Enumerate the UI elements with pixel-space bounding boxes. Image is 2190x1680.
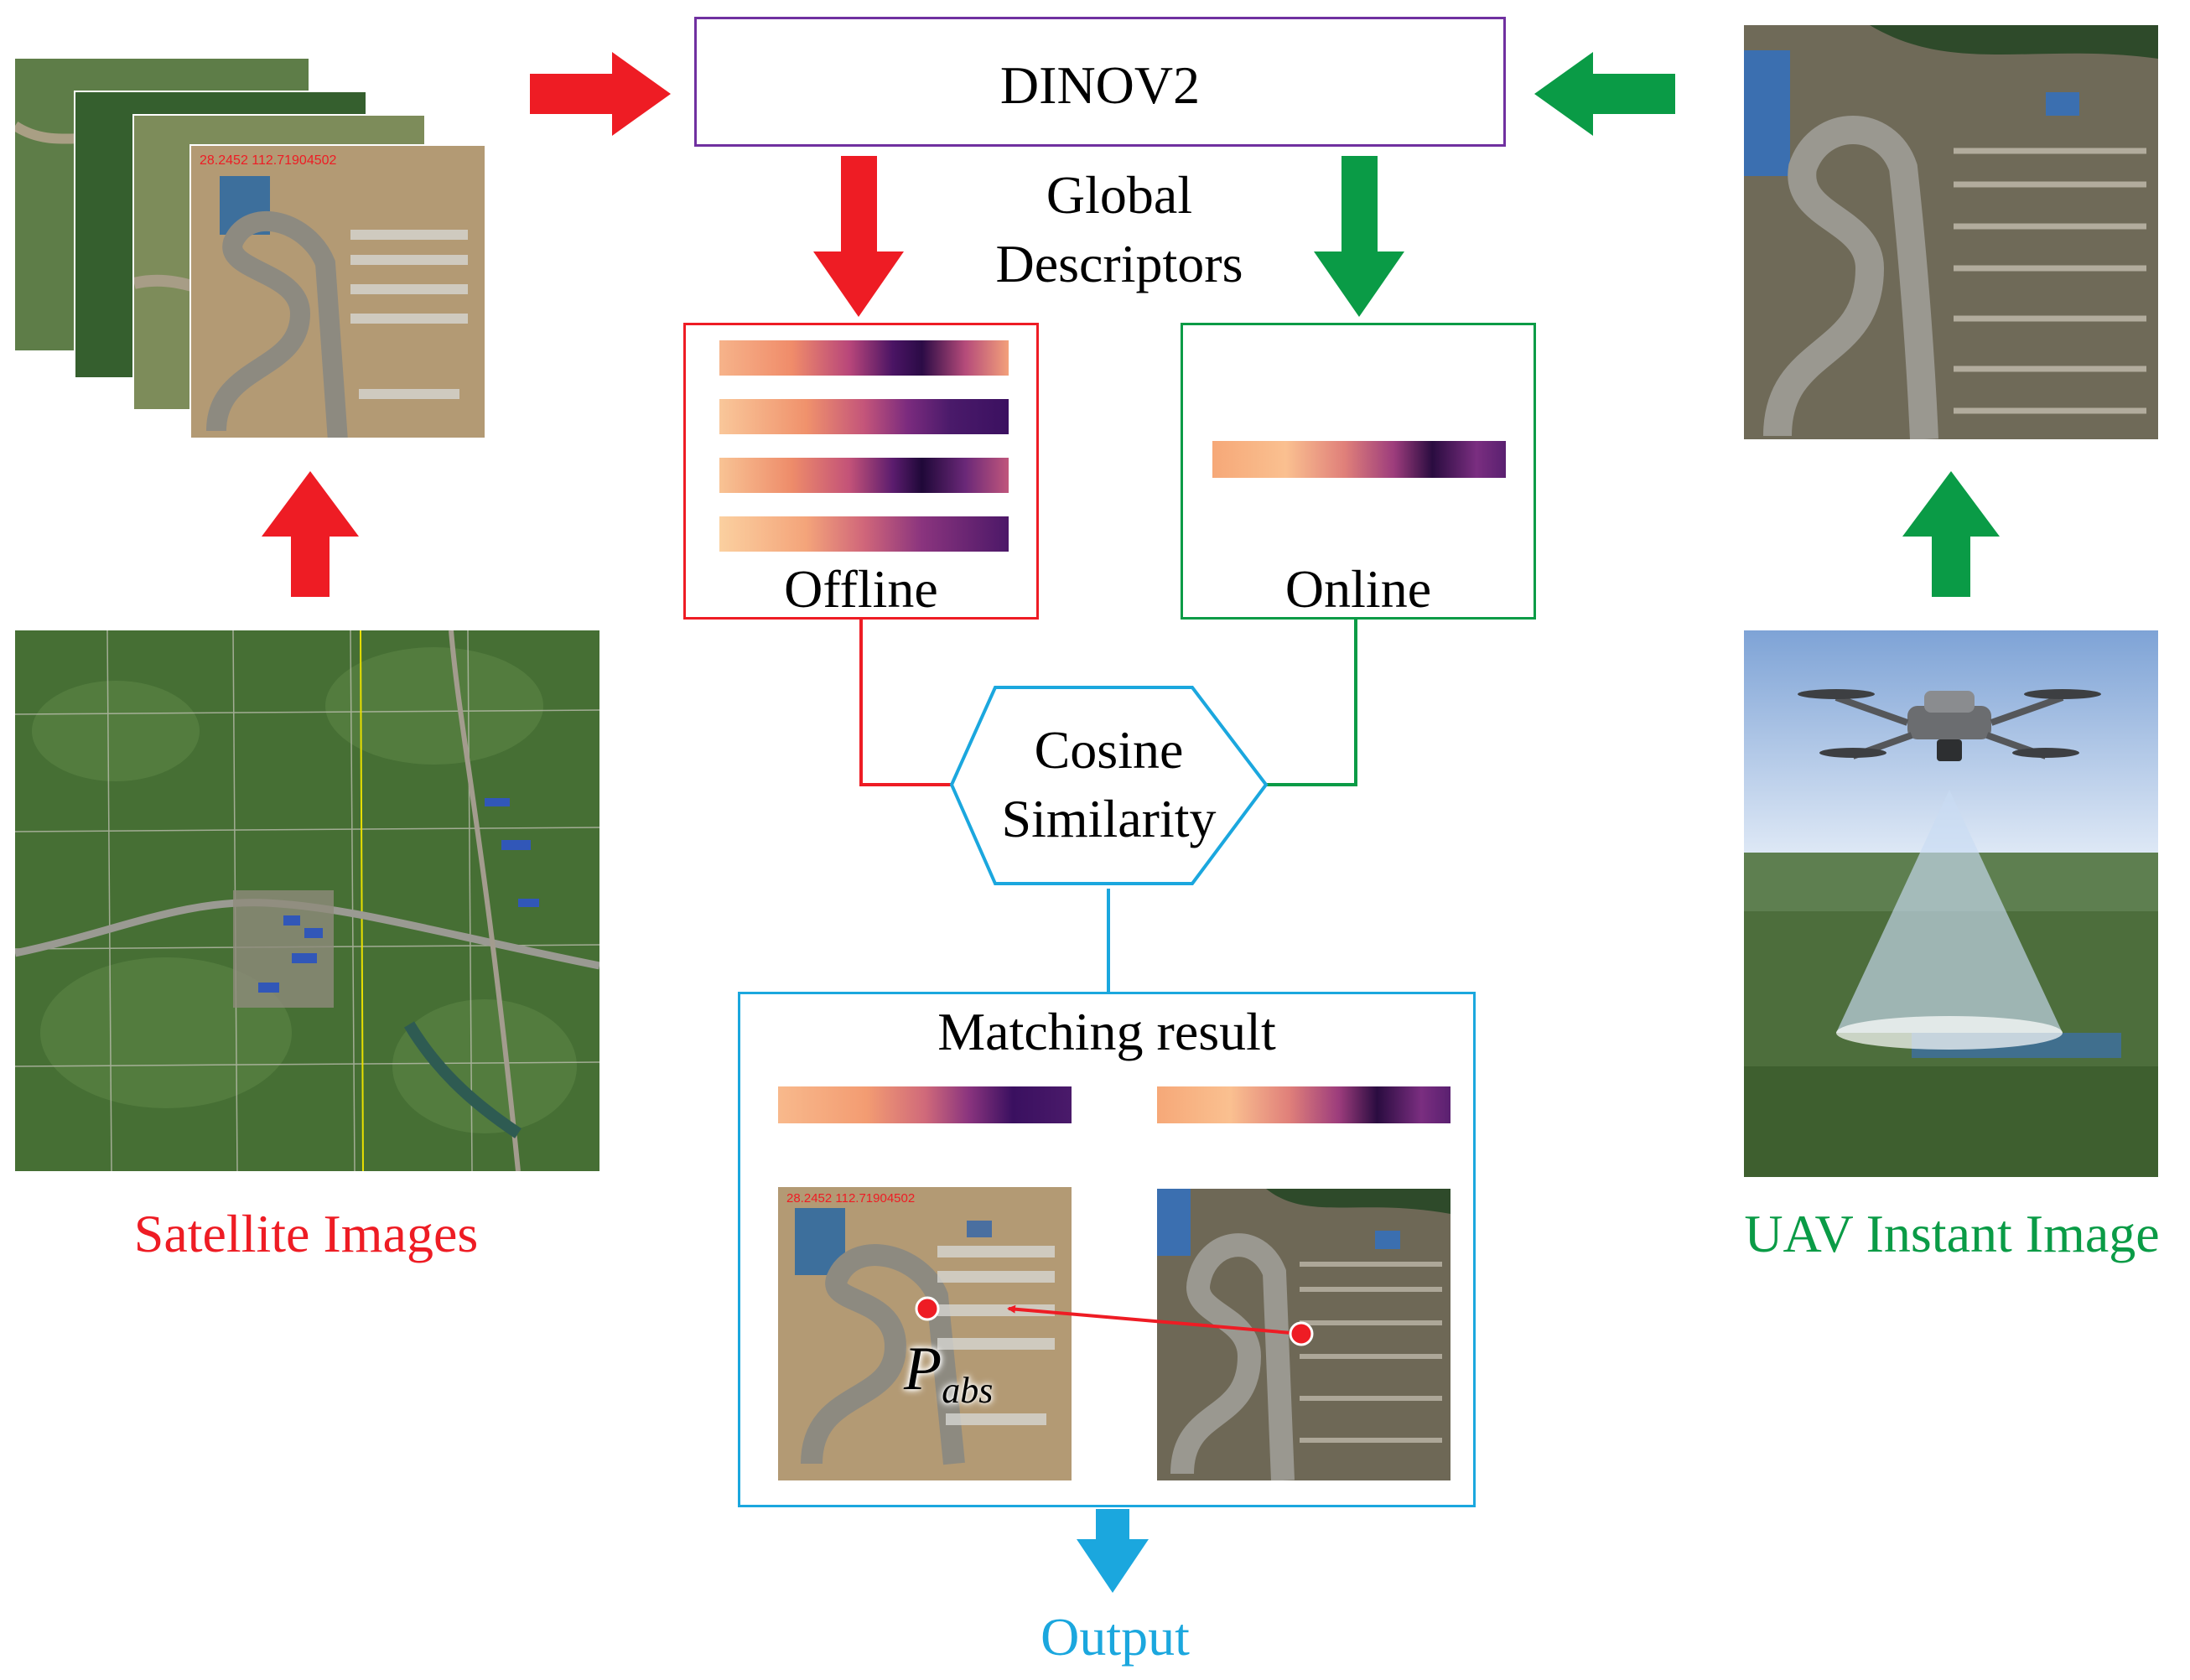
uav-point (1290, 1323, 1312, 1345)
global-descriptors-label-line2: Descriptors (956, 233, 1283, 295)
connector-online-to-cosine (1266, 619, 1356, 785)
output-label: Output (989, 1606, 1241, 1668)
online-label: Online (1183, 558, 1534, 620)
cosine-hexagon (952, 687, 1266, 884)
uav-instant-image (1744, 25, 2158, 439)
cosine-label-line1: Cosine (964, 719, 1253, 781)
uav-instant-image-label: UAV Instant Image (1719, 1203, 2185, 1265)
online-box: Online (1181, 323, 1536, 620)
global-descriptors-label-line1: Global (956, 164, 1283, 226)
satellite-tile-coord-text: 28.2452 112.71904502 (200, 153, 337, 168)
arrow-satellite-to-dinov2 (530, 52, 671, 136)
cosine-label-line2: Similarity (964, 788, 1253, 850)
offline-descriptor-3 (719, 458, 1009, 493)
arrow-scene-to-uav-image (1902, 471, 2000, 597)
connector-offline-to-cosine (861, 619, 952, 785)
matching-arrow-layer (738, 992, 1476, 1507)
offline-box: Offline (683, 323, 1039, 620)
arrow-dinov2-to-online (1314, 156, 1404, 317)
satellite-map (15, 630, 599, 1171)
uav-scene (1744, 630, 2158, 1177)
p-abs-symbol: P (904, 1335, 942, 1403)
offline-descriptor-4 (719, 516, 1009, 552)
p-abs-label: Pabs (904, 1334, 993, 1412)
matching-box: Matching result 28.2452 112.71904502 (738, 992, 1476, 1507)
offline-descriptor-2 (719, 399, 1009, 434)
offline-label: Offline (686, 558, 1036, 620)
dinov2-box: DINOV2 (694, 17, 1506, 147)
arrow-dinov2-to-offline (813, 156, 904, 317)
arrow-uav-to-dinov2 (1534, 52, 1675, 136)
satellite-images-label: Satellite Images (50, 1203, 562, 1265)
arrow-map-to-tiles (262, 471, 359, 597)
output-arrow (1077, 1509, 1149, 1593)
matching-arrow (1009, 1309, 1301, 1334)
p-abs-subscript: abs (942, 1370, 993, 1411)
dinov2-label: DINOV2 (697, 54, 1503, 117)
online-descriptor (1212, 441, 1506, 478)
offline-descriptor-1 (719, 340, 1009, 376)
satellite-tile-4: 28.2452 112.71904502 (189, 144, 486, 439)
p-abs-point (916, 1298, 938, 1320)
